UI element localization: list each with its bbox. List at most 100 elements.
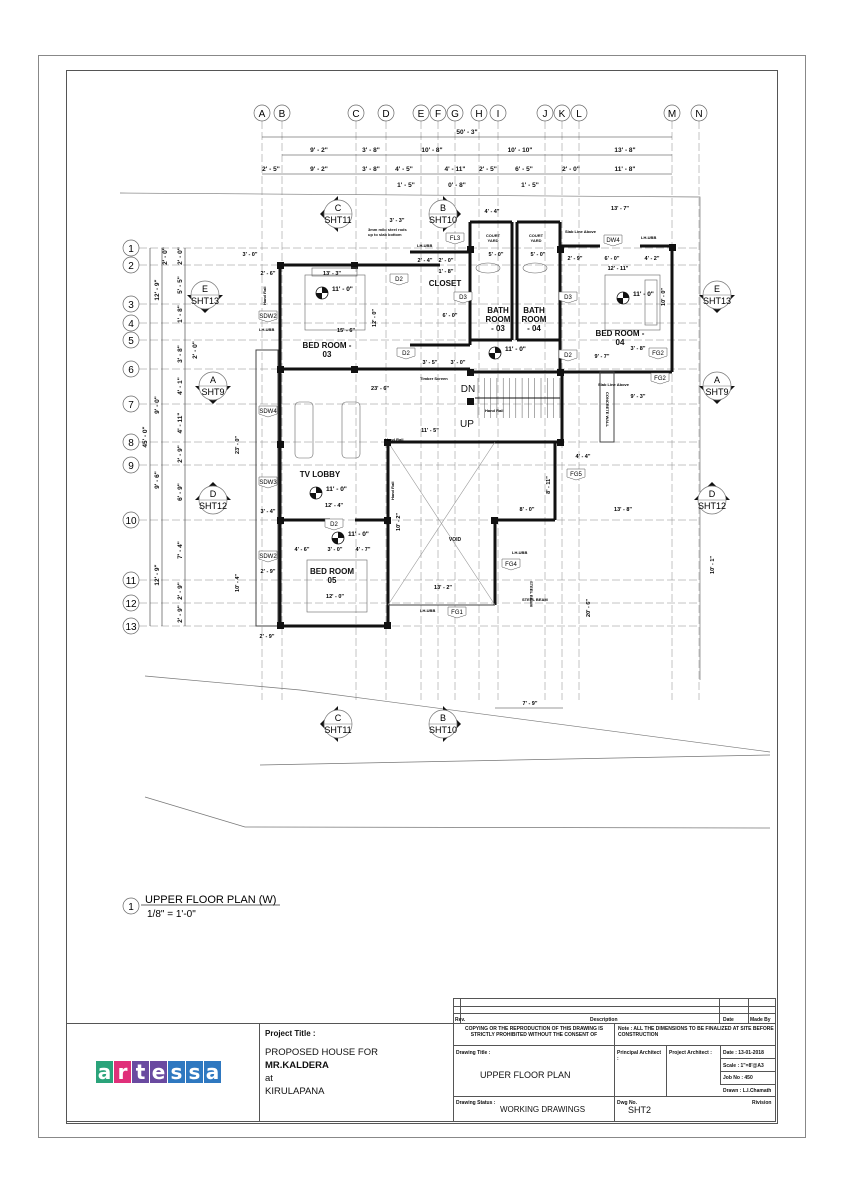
dim: 12' - 9": [154, 279, 161, 300]
grid-label: 11: [126, 576, 137, 587]
grid-label: 3: [128, 300, 134, 311]
grid-bubble-row: 5: [122, 331, 140, 349]
section-sheet: SHT13: [703, 296, 731, 306]
grid-label: D: [382, 109, 389, 120]
room-dimension: 5' - 0": [531, 252, 546, 258]
room-label-bedroom-04: BED ROOM -: [596, 329, 645, 338]
revision-divider: [748, 998, 749, 1024]
svg-text:FG5: FG5: [570, 472, 582, 478]
tag-fg4: FG4: [501, 558, 521, 571]
site-boundary-lines: [119, 192, 771, 829]
section-marker-e[interactable]: E SHT13: [699, 280, 735, 313]
made-by-label: Made By: [750, 1017, 771, 1023]
revision-label: Rivision: [752, 1100, 772, 1106]
revision-columns: [460, 998, 720, 1024]
room-dimension: 12' - 11": [608, 266, 629, 272]
plan-scale: 1/8" = 1'-0": [147, 909, 196, 920]
room-dimension: 23' - 0": [235, 436, 241, 454]
plan-title: UPPER FLOOR PLAN (W): [145, 894, 276, 906]
room-dimension: 12' - 0": [372, 309, 378, 327]
dim: 12' - 9": [154, 564, 161, 585]
grid-label: K: [559, 109, 566, 120]
dim: 2' - 9": [177, 445, 184, 463]
level-markers: 11' - 0"11' - 0"11' - 0"11' - 0"11' - 0": [309, 286, 654, 545]
room-dimension: 10' - 1": [710, 556, 716, 574]
grid-bubble-column: L: [570, 104, 588, 122]
svg-text:FG1: FG1: [451, 610, 463, 616]
room-label-bath-04: - 04: [527, 324, 541, 333]
section-sheet: SHT12: [199, 501, 227, 511]
svg-text:FG2: FG2: [654, 376, 666, 382]
dim: 3' - 8": [362, 147, 380, 154]
annotation-note: Slab Line Above: [565, 229, 597, 234]
grid-bubble-row: 8: [122, 433, 140, 451]
tag-fg1: FG1: [447, 606, 467, 619]
room-dimension: 2' - 9": [568, 256, 583, 262]
dim: 10' - 10": [508, 147, 533, 154]
construction-note: Note : ALL THE DIMENSIONS TO BE FINALIZE…: [618, 1026, 774, 1038]
project-architect-label: Project Architect :: [669, 1050, 712, 1056]
grid-label: J: [543, 109, 548, 120]
room-dimension: 2' - 6": [261, 271, 276, 277]
svg-text:SDW3: SDW3: [259, 480, 277, 486]
room-label-bath-04: ROOM: [522, 315, 547, 324]
dim: 9' - 6": [154, 471, 161, 489]
grid-bubble-column: I: [489, 104, 507, 122]
grid-label: 12: [125, 599, 137, 610]
annotation-note: CONCRETE WALL: [605, 392, 610, 427]
dim: 7' - 4": [177, 541, 184, 559]
logo-letter: s: [168, 1061, 185, 1083]
room-dimension: 8' - 0": [520, 507, 535, 513]
section-sheet: SHT9: [201, 387, 224, 397]
section-markers: CSHT11BSHT10ESHT13ESHT13ASHT9ASHT9DSHT12…: [187, 196, 735, 742]
room-dimension: 4' - 7": [356, 547, 371, 553]
dim: 2' - 0": [177, 247, 184, 265]
svg-text:D3: D3: [459, 295, 467, 301]
room-dimension: 5' - 0": [489, 252, 504, 258]
dim: 4' - 5": [395, 166, 413, 173]
section-letter: B: [440, 713, 446, 723]
grid-bubble-column: C: [347, 104, 365, 122]
section-sheet: SHT9: [705, 387, 728, 397]
grid-label: 1: [128, 244, 134, 255]
plan-title-number: 1: [128, 902, 134, 913]
divider: [453, 1023, 454, 1122]
logo-letter: a: [204, 1060, 221, 1084]
drawn-by: Drawn : L.I.Chamath: [723, 1088, 772, 1094]
section-letter: E: [714, 284, 720, 294]
grid-label: 2: [128, 261, 134, 272]
tag-sdw2: SDW2: [258, 550, 277, 563]
room-dimension: 3' - 0": [328, 547, 343, 553]
dim: 2' - 5": [262, 166, 280, 173]
room-dimension: 13' - 3": [323, 271, 341, 277]
annotation-note: LH-UBB: [420, 608, 435, 613]
dim: 2' - 9": [177, 605, 184, 623]
dim: 10' - 8": [421, 147, 442, 154]
grid-label: I: [497, 109, 500, 120]
grid-label: C: [352, 109, 359, 120]
columns: [277, 244, 676, 629]
grid-label: 5: [128, 336, 134, 347]
dim-overall-vertical: 45' - 0": [142, 426, 149, 447]
room-dimension: 2' - 9": [261, 569, 276, 575]
room-dimension: 9' - 3": [631, 394, 646, 400]
room-dimension: 15' - 6": [337, 328, 355, 334]
grid-label: 4: [128, 319, 134, 330]
drawing-scale: Scale : 1"=8'@A3: [723, 1063, 764, 1069]
grid-label: 10: [125, 516, 137, 527]
dim: 2' - 5": [479, 166, 497, 173]
room-label-bedroom-03-number: 03: [323, 350, 332, 359]
svg-text:FL3: FL3: [450, 236, 461, 242]
grid-bubble-column: H: [470, 104, 488, 122]
